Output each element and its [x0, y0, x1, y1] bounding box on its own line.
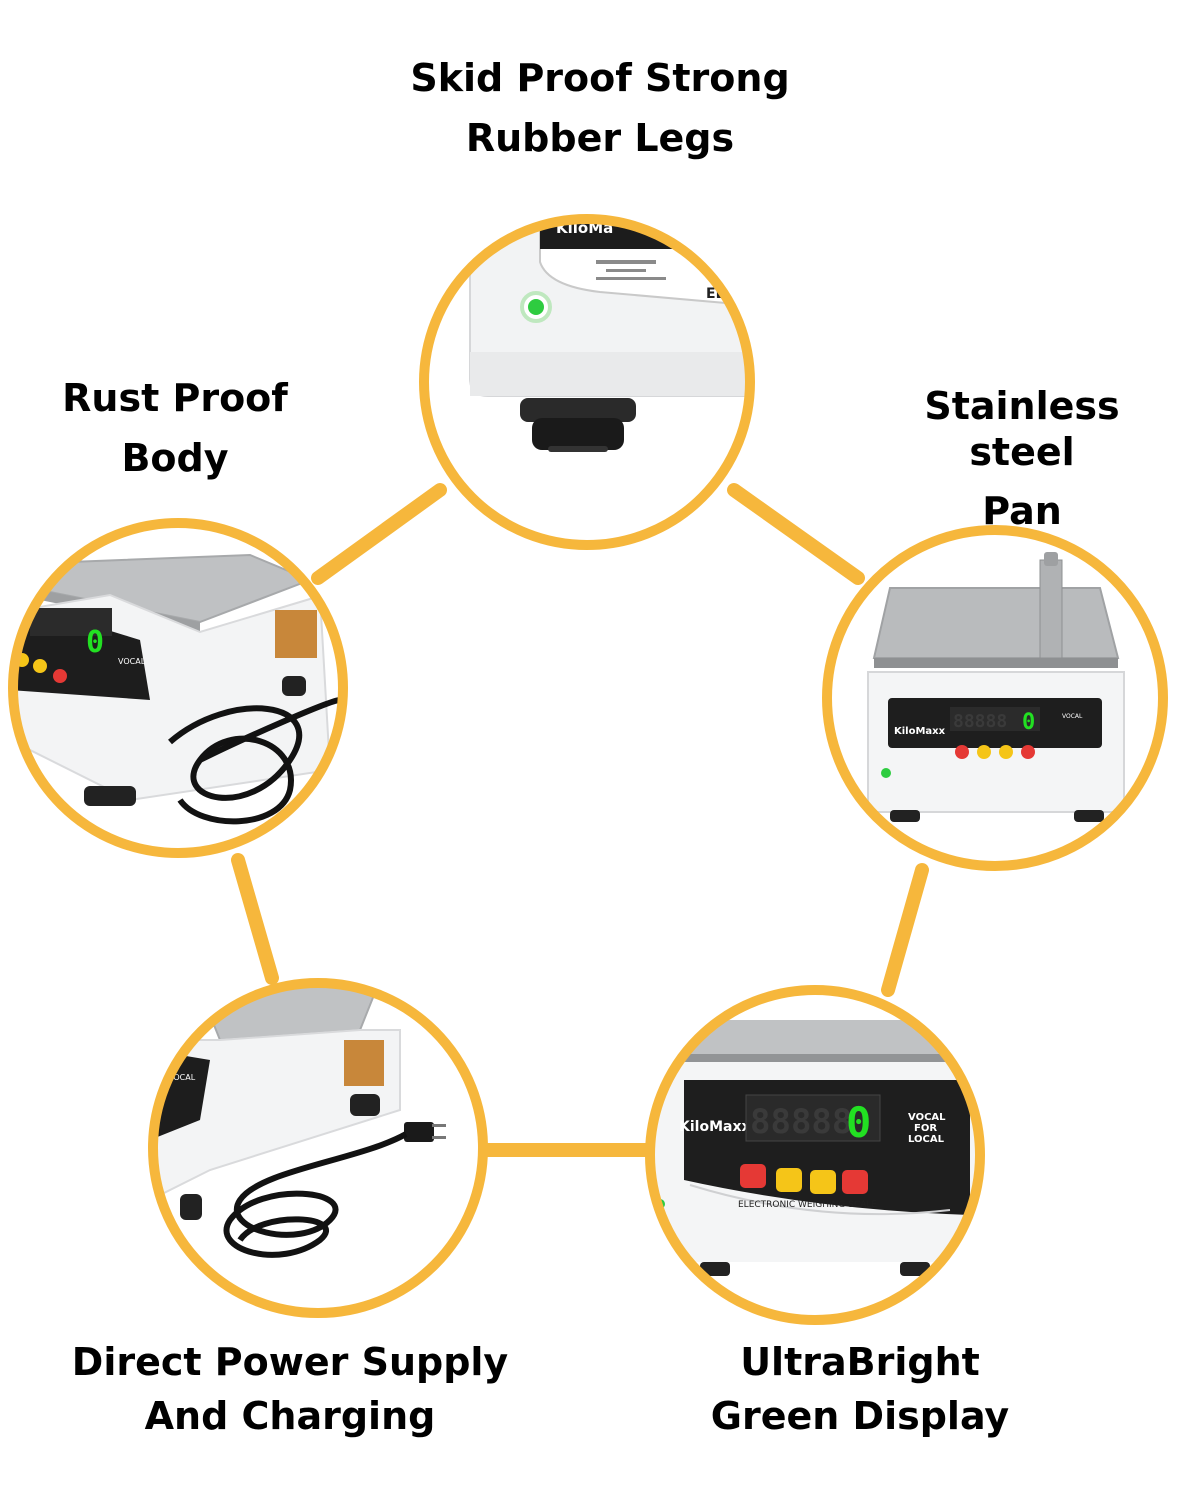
- ring-bottom-right: [645, 985, 985, 1325]
- feature-image-power: VOCAL: [148, 978, 488, 1318]
- test-weight-icon: [1039, 552, 1063, 659]
- right-reading-text: 88888: [953, 711, 1007, 732]
- right-digit-text: 0: [1022, 710, 1035, 735]
- display-button-yellow-1: [776, 1168, 802, 1192]
- label-pan: Stainless steel Pan: [866, 384, 1178, 535]
- label-legs: Skid Proof Strong Rubber Legs: [340, 56, 860, 161]
- feature-image-pan: KiloMaxx 88888 0 VOCAL: [822, 525, 1168, 871]
- label-power: Direct Power Supply And Charging: [60, 1340, 520, 1439]
- connector-left-bottomleft: [231, 853, 279, 985]
- right-badge-text: VOCAL: [1062, 713, 1083, 720]
- label-body: Rust Proof Body: [30, 376, 320, 481]
- connector-top-left: [311, 483, 447, 585]
- right-button-yellow-1: [977, 745, 991, 759]
- label-legs-line2: Rubber Legs: [465, 115, 735, 160]
- display-badge-line1: VOCAL: [908, 1112, 946, 1123]
- label-legs-line1: Skid Proof Strong: [410, 56, 790, 100]
- label-power-line2: And Charging: [144, 1393, 436, 1438]
- feature-image-display: KiloMaxx 88888 0 VOCAL FOR LOCAL ELECTRO…: [645, 985, 985, 1325]
- display-digit-text: 0: [846, 1098, 871, 1147]
- rubber-leg-icon: [520, 398, 636, 452]
- display-brand-text: KiloMaxx: [679, 1119, 751, 1135]
- ring-top: [419, 214, 755, 550]
- power-plug-icon: [404, 1122, 446, 1142]
- right-button-red-1: [955, 745, 969, 759]
- display-badge-line3: LOCAL: [908, 1134, 945, 1145]
- label-pan-line2: Pan: [982, 489, 1062, 534]
- display-button-yellow-2: [810, 1170, 836, 1194]
- right-brand-text: KiloMaxx: [894, 726, 946, 737]
- label-pan-line1: Stainless steel: [924, 384, 1120, 474]
- display-button-red-1: [740, 1164, 766, 1188]
- display-reading-text: 88888: [750, 1102, 852, 1142]
- display-badge-line2: FOR: [914, 1123, 937, 1134]
- label-display-line2: Green Display: [710, 1393, 1010, 1438]
- label-display-line1: UltraBright: [740, 1340, 980, 1384]
- right-button-yellow-2: [999, 745, 1013, 759]
- left-button-yellow-2: [33, 659, 47, 673]
- label-display: UltraBright Green Display: [690, 1340, 1030, 1439]
- label-body-line1: Rust Proof: [62, 376, 288, 420]
- label-power-line1: Direct Power Supply: [71, 1340, 509, 1384]
- display-scale-label: ELECTRONIC WEIGHING SCALE: [738, 1200, 877, 1210]
- left-button-red: [53, 669, 67, 683]
- connector-top-right: [727, 483, 865, 585]
- left-digit-text: 0: [86, 625, 104, 660]
- feature-image-legs: KiloMa EL: [419, 214, 755, 550]
- left-badge-text: VOCAL: [118, 657, 146, 666]
- connector-right-bottomright: [881, 863, 929, 997]
- ring-bottom-left: [148, 978, 488, 1318]
- display-button-red-2: [842, 1170, 868, 1194]
- ring-left: [8, 518, 348, 858]
- feature-image-body: 0 VOCAL: [8, 518, 348, 858]
- right-power-indicator-icon: [881, 768, 891, 778]
- bl-badge-text: VOCAL: [168, 1073, 196, 1082]
- label-body-line2: Body: [121, 435, 229, 480]
- connector-lines: [231, 483, 929, 1157]
- ring-right: [822, 525, 1168, 871]
- right-button-red-2: [1021, 745, 1035, 759]
